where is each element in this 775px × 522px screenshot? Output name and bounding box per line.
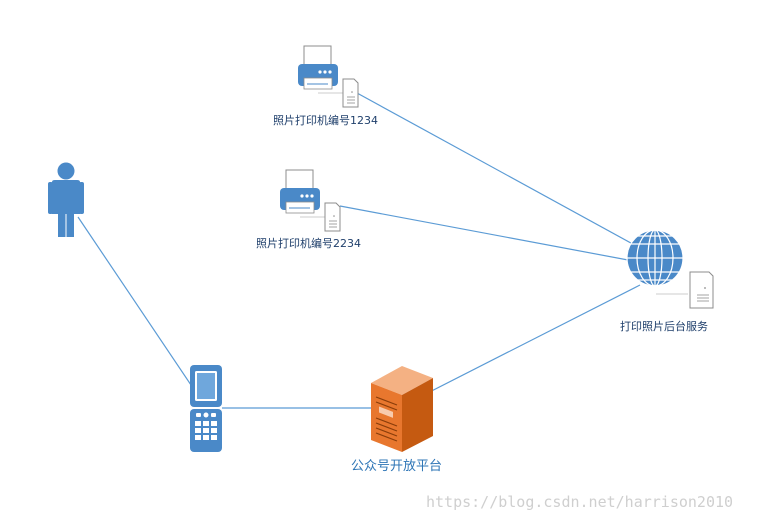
printer-2-icon: [280, 169, 328, 218]
printer-2-doc-icon: [324, 202, 341, 232]
platform-label: 公众号开放平台: [351, 459, 443, 474]
watermark: https://blog.csdn.net/harrison2010: [426, 493, 734, 511]
connector-printer2-backend: [339, 205, 629, 261]
connectors: [77, 92, 641, 409]
printer-2-label: 照片打印机编号2234: [256, 237, 361, 250]
globe-icon: [626, 229, 684, 287]
backend-service-label: 打印照片后台服务: [620, 320, 708, 333]
printer-1-doc-icon: [342, 78, 359, 108]
connector-platform-backend: [403, 284, 641, 406]
printer-1-label: 照片打印机编号1234: [273, 114, 378, 127]
flip-phone-icon: [190, 365, 222, 452]
person-icon: [48, 162, 84, 237]
connector-printer1-backend: [356, 92, 641, 249]
connector-user-phone: [77, 216, 192, 386]
backend-server-doc-icon: [656, 271, 714, 309]
tower-server-icon: [371, 366, 433, 452]
printer-1-icon: [298, 45, 346, 94]
